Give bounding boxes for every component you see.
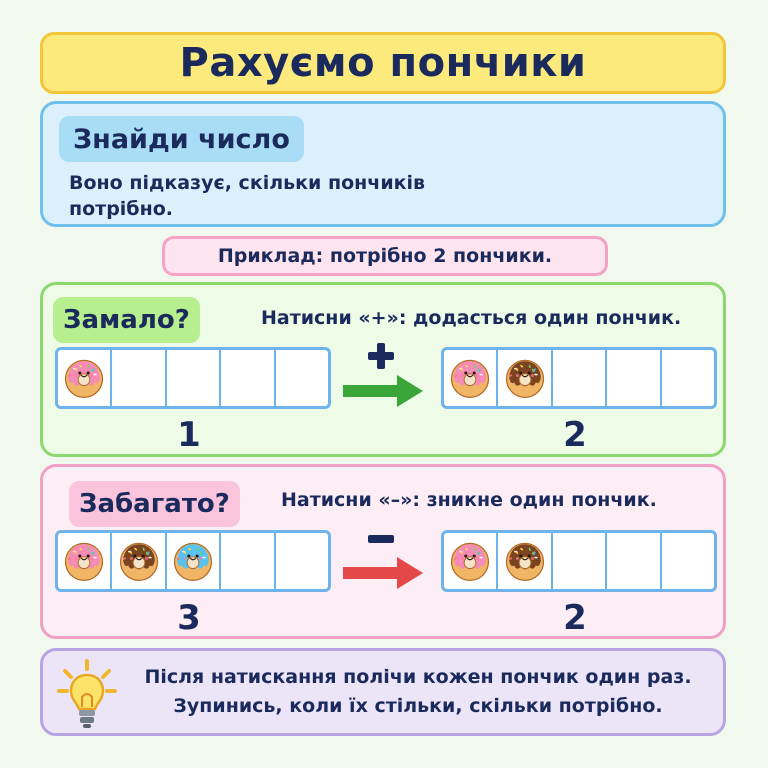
frame-cell-empty [167,350,222,406]
tip-text: Після натискання полічи кожен пончик оди… [125,663,711,721]
too-many-card: Забагато? Натисни «–»: зникне один пончи… [40,464,726,639]
too-many-hint: Натисни «–»: зникне один пончик. [281,489,657,511]
frame-cell-filled [58,350,113,406]
frame-cell-empty [553,350,608,406]
frame-cell-empty [607,350,662,406]
frame-cell-filled [112,533,167,589]
frame-cell-empty [662,350,714,406]
donut-brown-icon [119,542,158,581]
lightbulb-icon [57,659,117,728]
frame-cell-empty [553,533,608,589]
donut-blue-icon [173,542,213,581]
ten-frame-after [441,347,717,409]
find-number-text: Воно підказує, скільки пончиків потрібно… [69,172,426,220]
example-pill: Приклад: потрібно 2 пончики. [162,236,608,276]
tip-card: Після натискання полічи кожен пончик оди… [40,648,726,736]
page-title: Рахуємо пончики [179,40,587,86]
frame-cell-empty [662,533,714,589]
count-after: 2 [563,415,587,455]
donut-pink-icon [65,359,104,398]
ten-frame-after [441,530,717,592]
ten-frame-before [55,347,331,409]
title-banner: Рахуємо пончики [40,32,726,94]
frame-cell-empty [607,533,662,589]
frame-cell-filled [444,350,499,406]
count-before: 3 [177,598,201,638]
donut-pink-icon [451,542,490,581]
count-before: 1 [177,415,201,455]
too-many-tag: Забагато? [69,481,240,527]
tip-line-2: Зупинись, коли їх стільки, скільки потрі… [173,695,663,717]
donut-pink-icon [451,359,490,398]
donut-pink-icon [65,542,104,581]
frame-cell-empty [276,533,328,589]
find-number-card: Знайди число Воно підказує, скільки понч… [40,101,726,227]
minus-arrow-icon [343,535,423,589]
frame-cell-empty [221,533,276,589]
frame-cell-filled [58,533,113,589]
frame-cell-filled [444,533,499,589]
too-few-hint: Натисни «+»: додасться один пончик. [261,307,682,329]
too-few-tag: Замало? [53,297,200,343]
frame-cell-empty [112,350,167,406]
plus-arrow-icon [343,343,423,407]
frame-cell-filled [167,533,222,589]
too-few-card: Замало? Натисни «+»: додасться один понч… [40,282,726,457]
frame-cell-empty [221,350,276,406]
ten-frame-before [55,530,331,592]
donut-brown-icon [505,542,544,581]
frame-cell-empty [276,350,328,406]
find-number-title: Знайди число [59,116,304,162]
frame-cell-filled [498,533,553,589]
donut-brown-icon [505,359,544,398]
count-after: 2 [563,598,587,638]
tip-line-1: Після натискання полічи кожен пончик оди… [144,666,692,688]
frame-cell-filled [498,350,553,406]
